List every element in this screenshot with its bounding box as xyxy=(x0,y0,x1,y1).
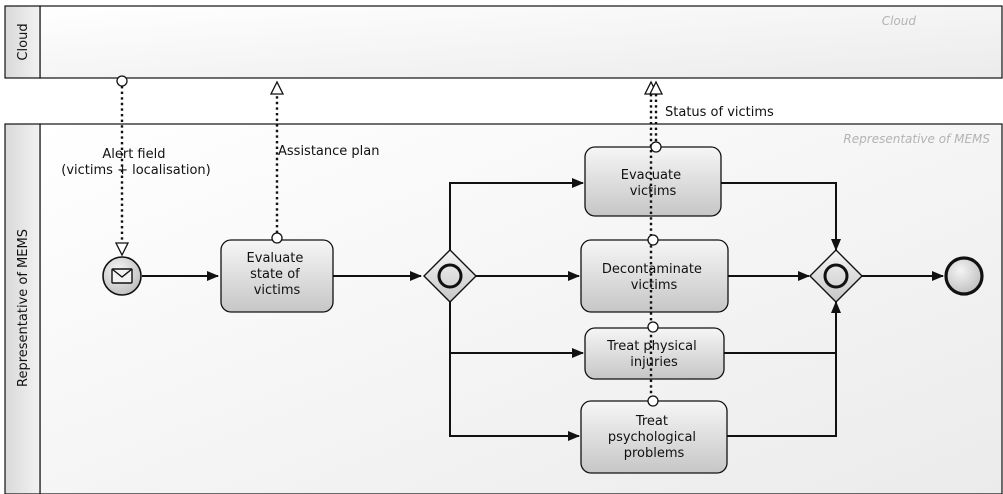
task-treat-psych-line3: problems xyxy=(624,446,685,461)
task-evacuate-line1: Evacuate xyxy=(621,168,681,183)
sequence-flows xyxy=(142,178,944,441)
alert-field-line1: Alert field xyxy=(102,147,165,162)
message-flows xyxy=(114,75,664,407)
message-flow-assistance-plan xyxy=(269,80,285,244)
merge-gateway[interactable] xyxy=(809,249,863,303)
task-treat-psych-line1: Treat xyxy=(635,414,668,429)
task-evaluate-line2: state of xyxy=(250,267,300,282)
task-treat-physical-line2: injuries xyxy=(630,355,678,370)
task-evaluate-state[interactable]: Evaluate state of victims xyxy=(220,239,334,313)
cloud-watermark: Cloud xyxy=(882,14,917,28)
task-treat-physical[interactable]: Treat physical injuries xyxy=(584,327,725,380)
task-treat-psych-line2: psychological xyxy=(608,430,696,445)
task-evaluate-line1: Evaluate xyxy=(247,251,304,266)
task-evacuate-line2: victims xyxy=(630,184,677,199)
envelope-icon xyxy=(111,268,133,284)
message-flow-alert xyxy=(114,75,130,257)
svg-text:Evacuate victims: Evacuate victims xyxy=(621,168,685,199)
cloud-pool: Cloud Cloud xyxy=(4,5,1003,79)
message-flow-status xyxy=(643,80,664,407)
task-evacuate[interactable]: Evacuate victims xyxy=(584,146,722,217)
end-event-icon xyxy=(944,256,984,296)
split-gateway[interactable] xyxy=(423,249,477,303)
flow-evacuate-to-merge xyxy=(721,182,841,251)
task-decontaminate-line2: victims xyxy=(631,278,678,293)
flow-gateway-to-evacuate xyxy=(449,178,584,250)
svg-text:Treat psychological: Treat psychological problems xyxy=(608,414,700,461)
alert-field-line2: (victims + localisation) xyxy=(61,163,210,178)
cloud-pool-label: Cloud xyxy=(16,23,31,60)
alert-field-label: Alert field (victims + localisation) xyxy=(61,147,210,178)
task-treat-psych[interactable]: Treat psychological problems xyxy=(580,400,728,474)
inclusive-gateway-icon xyxy=(437,263,463,289)
mems-pool: Representative of MEMS Representative of… xyxy=(4,123,1003,494)
end-event[interactable] xyxy=(944,256,984,296)
svg-text:Evaluate state of: Evaluate state of victims xyxy=(247,251,308,298)
task-evaluate-line3: victims xyxy=(254,283,301,298)
status-of-victims-label: Status of victims xyxy=(665,105,774,120)
flow-treat-psych-to-merge xyxy=(727,301,841,437)
mems-watermark: Representative of MEMS xyxy=(843,132,990,146)
start-event[interactable] xyxy=(102,256,142,296)
assistance-plan-label: Assistance plan xyxy=(278,144,379,159)
flow-gateway-to-treat-psych xyxy=(449,353,580,441)
inclusive-gateway-icon xyxy=(823,263,849,289)
mems-pool-label: Representative of MEMS xyxy=(16,229,31,387)
task-decontaminate[interactable]: Decontaminate victims xyxy=(580,239,729,313)
